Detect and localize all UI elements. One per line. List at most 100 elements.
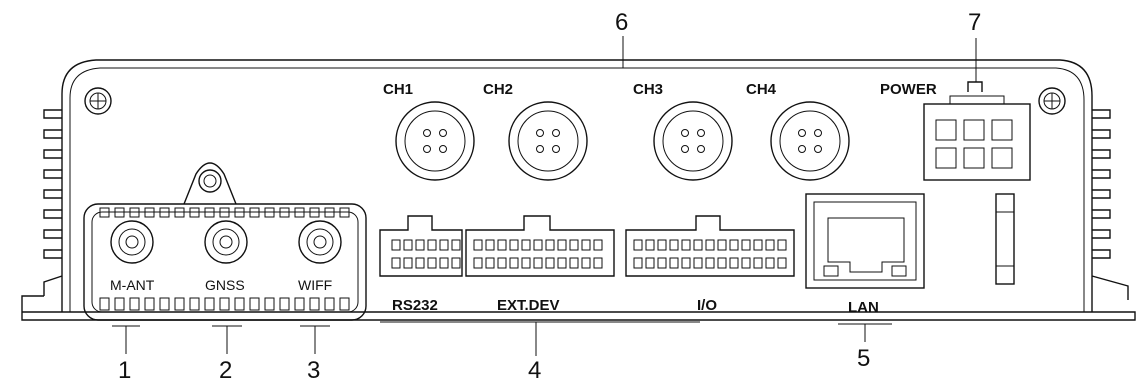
module-tab — [339, 297, 350, 311]
header-pin — [497, 239, 507, 251]
header-pin — [439, 257, 449, 269]
module-tab — [249, 297, 260, 311]
right-cooling-fins — [1092, 109, 1111, 259]
ch2-label: CH2 — [483, 81, 513, 98]
chassis — [61, 59, 1093, 312]
module-tab — [159, 297, 170, 311]
module-tab — [189, 297, 200, 311]
header-pin — [439, 239, 449, 251]
module-tab — [99, 297, 110, 311]
module-tab — [144, 297, 155, 311]
header-pin — [497, 257, 507, 269]
module-tab — [114, 207, 125, 218]
module-tab — [174, 297, 185, 311]
header-pin — [569, 257, 579, 269]
header-pin — [777, 257, 787, 269]
header-pin — [451, 257, 461, 269]
module-tab — [159, 207, 170, 218]
power-connector — [923, 81, 1031, 181]
header-pin — [415, 257, 425, 269]
rs232-connector — [379, 215, 463, 277]
module-tab — [279, 297, 290, 311]
gnss-connector — [204, 220, 248, 264]
callout-7: 7 — [968, 9, 981, 36]
power-label: POWER — [880, 81, 937, 98]
header-pin — [753, 239, 763, 251]
header-pin — [633, 257, 643, 269]
io-label: I/O — [697, 297, 717, 314]
header-pin — [705, 257, 715, 269]
callout-1: 1 — [118, 357, 131, 381]
header-pin — [391, 239, 401, 251]
module-tab — [114, 297, 125, 311]
header-pin — [593, 239, 603, 251]
callout-2: 2 — [219, 357, 232, 381]
header-pin — [657, 257, 667, 269]
header-pin — [741, 239, 751, 251]
header-pin — [427, 239, 437, 251]
module-tab — [309, 297, 320, 311]
header-pin — [693, 239, 703, 251]
m-ant-label: M-ANT — [110, 277, 155, 293]
screw-right — [1038, 87, 1066, 115]
header-pin — [581, 257, 591, 269]
header-pin — [669, 257, 679, 269]
header-pin — [545, 239, 555, 251]
module-tab — [249, 207, 260, 218]
module-tab — [279, 207, 290, 218]
header-pin — [473, 239, 483, 251]
module-tab — [294, 207, 305, 218]
header-pin — [581, 239, 591, 251]
callout-lines — [112, 36, 977, 356]
header-pin — [509, 257, 519, 269]
module-tab — [324, 297, 335, 311]
header-pin — [693, 257, 703, 269]
header-pin — [403, 239, 413, 251]
module-tab — [219, 297, 230, 311]
module-tab — [234, 207, 245, 218]
ch2-connector — [508, 101, 588, 181]
header-pin — [427, 257, 437, 269]
antenna-module-tabs — [99, 207, 350, 311]
header-pin — [451, 239, 461, 251]
module-tab — [264, 297, 275, 311]
header-pin — [485, 257, 495, 269]
module-tab — [339, 207, 350, 218]
header-pins — [391, 239, 787, 269]
lan-label: LAN — [848, 299, 879, 316]
ch3-label: CH3 — [633, 81, 663, 98]
wifi-label: WIFF — [298, 277, 332, 293]
header-pin — [681, 239, 691, 251]
ext-dev-connector — [465, 215, 615, 277]
header-pin — [557, 257, 567, 269]
header-pin — [729, 239, 739, 251]
ext-dev-label: EXT.DEV — [497, 297, 560, 314]
header-pin — [717, 239, 727, 251]
header-pin — [521, 239, 531, 251]
header-pin — [717, 257, 727, 269]
module-tab — [324, 207, 335, 218]
header-pin — [509, 239, 519, 251]
module-tab — [129, 207, 140, 218]
module-tab — [309, 207, 320, 218]
header-pin — [681, 257, 691, 269]
header-pin — [777, 239, 787, 251]
module-tab — [204, 297, 215, 311]
side-slot — [995, 193, 1015, 285]
header-pin — [473, 257, 483, 269]
left-cooling-fins — [43, 109, 62, 259]
header-pin — [765, 257, 775, 269]
header-pin — [645, 257, 655, 269]
header-pin — [765, 239, 775, 251]
header-pin — [533, 239, 543, 251]
header-pin — [545, 257, 555, 269]
ch4-label: CH4 — [746, 81, 777, 98]
header-pin — [557, 239, 567, 251]
header-pin — [729, 257, 739, 269]
io-connector — [625, 215, 795, 277]
module-tab — [144, 207, 155, 218]
header-pin — [391, 257, 401, 269]
callout-3: 3 — [307, 357, 320, 381]
module-tab — [294, 297, 305, 311]
module-tab — [129, 297, 140, 311]
